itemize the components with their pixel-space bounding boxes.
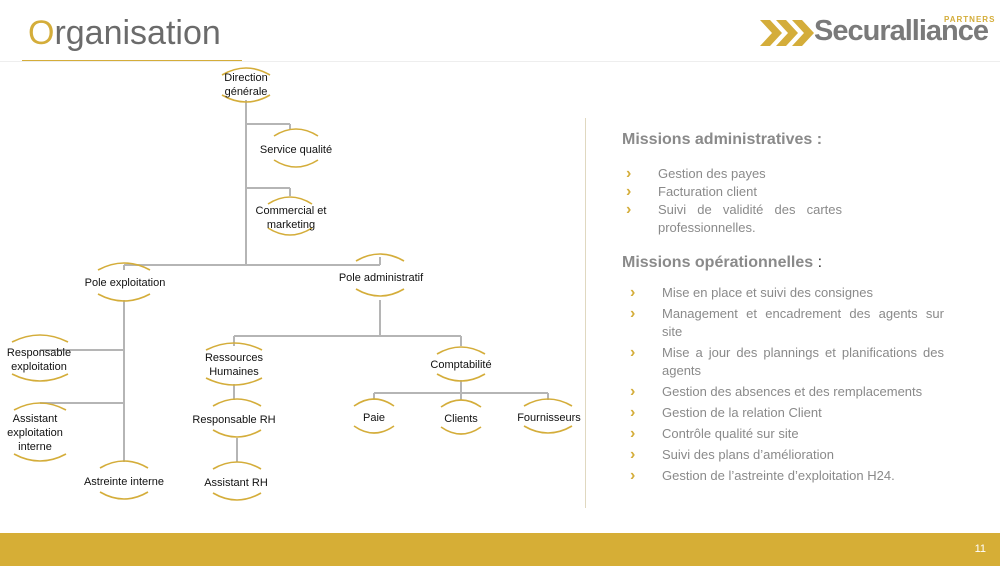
node-responsable-exploitation: Responsable exploitation [6,347,72,373]
node-arc-top [273,128,319,137]
node-arc-bottom [99,491,149,500]
list-item: ›Mise en place et suivi des consignes [630,284,874,301]
page-title: Organisation [28,14,221,53]
node-pole-exploitation: Pole exploitation [84,277,166,289]
missions-admin-title: Missions administratives : [622,131,823,148]
node-arc-bottom [355,288,405,297]
chevron-right-icon: › [630,383,636,400]
node-clients: Clients [444,413,478,425]
chevron-right-icon: › [626,183,632,200]
footer-bar: 11 [0,533,1000,566]
node-arc-bottom [11,373,69,382]
list-item: ›Facturation client [626,183,757,200]
node-arc-bottom [13,453,67,462]
list-item: ›Gestion des absences et des remplacemen… [630,383,923,400]
title-rest: rganisation [54,14,221,52]
node-assistant-exploitation: Assistant exploitation interne [7,413,63,453]
node-arc-bottom [523,425,573,434]
node-arc-bottom [212,429,262,438]
chevron-right-icon: › [630,467,636,484]
node-arc-top [205,342,263,351]
list-item: ›Suivi de validité des cartes profession… [626,201,842,235]
node-arc-bottom [205,377,263,386]
chevron-right-icon: › [630,344,636,361]
logo-chevrons-icon [760,20,814,46]
node-arc-top [212,398,262,407]
node-arc-bottom [212,492,262,501]
node-arc-bottom [221,94,271,103]
node-arc-top [436,346,486,355]
chevron-right-icon: › [626,165,632,182]
node-commercial: Commercial et marketing [255,205,327,231]
node-arcs [11,67,573,501]
chevron-right-icon: › [630,425,636,442]
page-number: 11 [974,543,986,555]
list-item: ›Mise a jour des plannings et planificat… [630,344,944,378]
node-direction: Direction générale [224,72,268,98]
org-connectors [40,100,549,462]
node-responsable-rh: Responsable RH [192,414,276,426]
node-arc-bottom [440,426,482,435]
node-astreinte: Astreinte interne [83,476,165,488]
chevron-right-icon: › [630,404,636,421]
list-item: ›Gestion de l’astreinte d’exploitation H… [630,467,895,484]
node-paie: Paie [362,412,386,424]
node-arc-top [97,262,151,271]
chevron-right-icon: › [626,201,632,218]
logo-tag: PARTNERS [944,15,996,24]
node-ressources-humaines: Ressources Humaines [204,352,264,378]
node-arc-top [212,461,262,470]
missions-admin-list: ›Gestion des payes ›Facturation client ›… [622,165,842,240]
node-arc-top [355,253,405,262]
list-item: ›Contrôle qualité sur site [630,425,799,442]
header-divider [0,61,1000,62]
node-arc-top [11,334,69,343]
list-item: ›Gestion des payes [626,165,766,182]
column-divider [585,118,586,508]
node-arc-top [267,196,313,205]
title-initial: O [28,14,55,52]
node-fournisseurs: Fournisseurs [517,412,581,424]
node-arc-bottom [273,159,319,168]
node-arc-top [353,398,395,407]
chevron-right-icon: › [630,305,636,322]
logo-name: Securalliance [814,15,989,47]
node-service-qualite: Service qualité [259,144,333,156]
node-arc-top [523,398,573,407]
node-arc-top [13,402,67,411]
node-arc-top [99,460,149,469]
list-item: ›Suivi des plans d’amélioration [630,446,834,463]
node-arc-bottom [97,293,151,302]
node-arc-bottom [436,373,486,382]
missions-ops-title: Missions opérationnelles : [622,254,823,271]
missions-ops-list: ›Mise en place et suivi des consignes ›M… [626,284,944,488]
node-arc-bottom [353,425,395,434]
node-assistant-rh: Assistant RH [204,477,268,489]
node-arc-top [221,67,271,76]
list-item: ›Management et encadrement des agents su… [630,305,944,339]
node-pole-administratif: Pole administratif [338,272,424,284]
chevron-right-icon: › [630,284,636,301]
node-arc-bottom [267,227,313,236]
chevron-right-icon: › [630,446,636,463]
node-comptabilite: Comptabilité [430,359,492,371]
list-item: ›Gestion de la relation Client [630,404,822,421]
node-arc-top [440,399,482,408]
